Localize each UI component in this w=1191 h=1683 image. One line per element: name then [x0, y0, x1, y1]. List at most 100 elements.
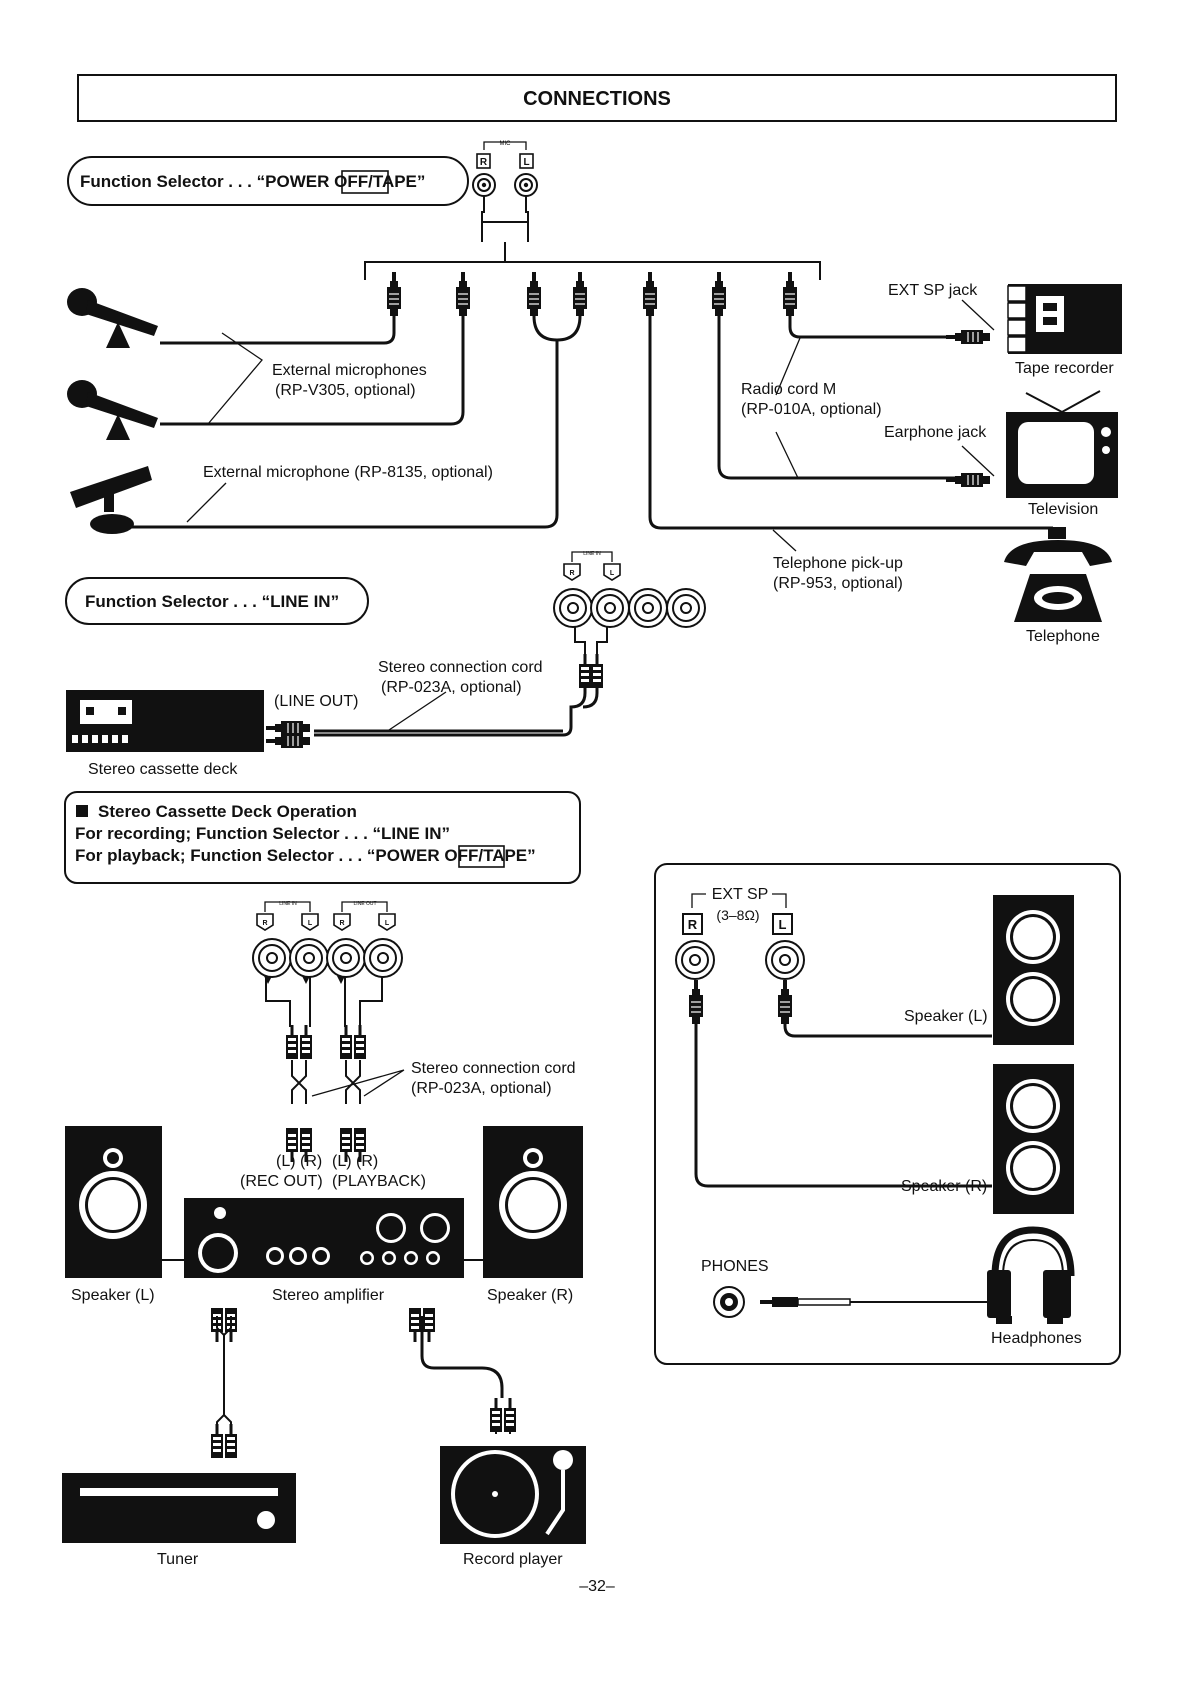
deck-plug-2 — [265, 733, 311, 749]
line-in-plug-l — [591, 654, 603, 688]
panel-speaker-l-label: Speaker (L) — [904, 1008, 988, 1025]
line-in-plug-r — [579, 654, 591, 688]
svg-text:R: R — [339, 920, 344, 927]
off-box-2 — [458, 845, 505, 868]
page-title: CONNECTIONS — [523, 88, 671, 110]
ext-mics-label-2: (RP-V305, optional) — [275, 382, 416, 399]
stereo-cord-label-1: Stereo connection cord — [378, 659, 543, 676]
playback-lr-label: (L) (R) — [332, 1153, 378, 1170]
line-out-label: (LINE OUT) — [274, 693, 358, 710]
ext-sp-label: EXT SP — [712, 886, 769, 903]
line-in-out-jacks: LINE IN LINE OUT R L R L — [252, 901, 403, 1027]
mic-label: MIC — [500, 141, 512, 147]
rec-out-lr-label: (L) (R) — [276, 1153, 322, 1170]
tape-recorder-icon — [1007, 284, 1122, 354]
tel-pickup-label-2: (RP-953, optional) — [773, 575, 903, 592]
svg-text:L: L — [779, 917, 787, 932]
ext-sp-r-jack — [675, 940, 715, 980]
ext-sp-l-tag — [772, 913, 793, 935]
mic-cables — [130, 315, 1053, 530]
deck-plug-1 — [265, 720, 311, 736]
off-box — [341, 170, 389, 194]
radio-cord-label-2: (RP-010A, optional) — [741, 401, 882, 418]
plug-4 — [572, 271, 588, 317]
microphone-1-icon — [67, 288, 158, 348]
speaker-right-icon — [483, 1126, 583, 1278]
line-in-jacks: LINE IN R L — [553, 551, 706, 654]
headphones-label: Headphones — [991, 1330, 1082, 1347]
svg-text:LINE IN: LINE IN — [279, 901, 297, 907]
stereo-cord-label-3: Stereo connection cord — [411, 1060, 576, 1077]
mic-l-jack — [514, 173, 538, 197]
stereo-deck-label: Stereo cassette deck — [88, 761, 238, 778]
speaker-panel-right-icon — [993, 1064, 1074, 1214]
speaker-panel-left-icon — [993, 895, 1074, 1045]
play-plug-1 — [340, 1025, 352, 1059]
selector-line-text: Function Selector . . . “LINE IN” — [85, 592, 339, 611]
selector-line-pill — [65, 577, 369, 625]
svg-text:L: L — [523, 157, 529, 168]
stereo-cassette-deck-icon — [66, 690, 264, 752]
svg-text:LINE OUT: LINE OUT — [353, 901, 376, 907]
radio-cord-label-1: Radio cord M — [741, 381, 836, 398]
stereo-cord-label-2: (RP-023A, optional) — [381, 679, 522, 696]
svg-text:R: R — [262, 920, 267, 927]
svg-text:R: R — [480, 157, 488, 168]
tuner-label: Tuner — [157, 1551, 199, 1568]
tel-pickup-label-1: Telephone pick-up — [773, 555, 903, 572]
ext-sp-jacks: EXT SP (3–8Ω) R L — [675, 886, 805, 980]
ext-sp-l-jack — [765, 940, 805, 980]
television-label: Television — [1028, 501, 1098, 518]
stereo-amplifier-icon — [184, 1198, 464, 1278]
tuner-icon — [62, 1473, 296, 1543]
plug-7 — [782, 271, 798, 317]
stereo-amp-label: Stereo amplifier — [272, 1287, 385, 1304]
microphone-3-icon — [70, 466, 152, 534]
earphone-jack-label: Earphone jack — [884, 424, 987, 441]
tuner-cable — [211, 1308, 237, 1458]
distribution-bar — [364, 261, 821, 280]
operation-box — [64, 791, 581, 884]
svg-text:LINE IN: LINE IN — [583, 551, 601, 557]
svg-text:L: L — [308, 920, 313, 927]
mic-r-tag — [476, 153, 491, 169]
ext-sp-r-tag — [682, 913, 703, 935]
operation-playback: For playback; Function Selector . . . “P… — [75, 846, 536, 865]
selector-tape-text: Function Selector . . . “POWER OFF/TAPE” — [80, 172, 425, 191]
page-number: –32– — [579, 1578, 615, 1595]
operation-recording: For recording; Function Selector . . . “… — [75, 824, 450, 843]
panel-speaker-r-label: Speaker (R) — [901, 1178, 987, 1195]
record-player-icon — [440, 1446, 586, 1544]
operation-heading: Stereo Cassette Deck Operation — [98, 802, 357, 821]
tv-plug — [945, 472, 991, 488]
mic-r-jack — [472, 173, 496, 197]
speaker-r-label: Speaker (R) — [487, 1287, 573, 1304]
speaker-l-label: Speaker (L) — [71, 1287, 155, 1304]
ext-sp-ohm-label: (3–8Ω) — [716, 907, 759, 923]
telephone-icon — [1004, 527, 1112, 622]
microphone-2-icon — [67, 380, 158, 440]
rec-plug-1 — [286, 1025, 298, 1059]
svg-text:R: R — [569, 570, 574, 577]
svg-text:R: R — [688, 917, 698, 932]
svg-text:L: L — [385, 920, 390, 927]
tape-recorder-plug — [945, 329, 991, 345]
mic-l-tag — [519, 153, 534, 169]
bullet-square — [76, 805, 88, 817]
plug-3 — [526, 271, 542, 317]
mic-jacks: MIC R L — [472, 141, 538, 262]
rec-plug-2 — [300, 1025, 312, 1059]
television-icon — [1006, 390, 1118, 498]
plug-5 — [642, 271, 658, 317]
speaker-left-icon — [65, 1126, 162, 1278]
record-player-cable — [409, 1308, 516, 1434]
ext-sp-jack-label: EXT SP jack — [888, 282, 978, 299]
headphones-icon — [987, 1226, 1075, 1324]
svg-text:L: L — [610, 570, 615, 577]
plug-6 — [711, 271, 727, 317]
stereo-cord-label-4: (RP-023A, optional) — [411, 1080, 552, 1097]
ext-mics-label-1: External microphones — [272, 362, 427, 379]
mic-plugs — [386, 271, 798, 317]
plug-1 — [386, 271, 402, 317]
